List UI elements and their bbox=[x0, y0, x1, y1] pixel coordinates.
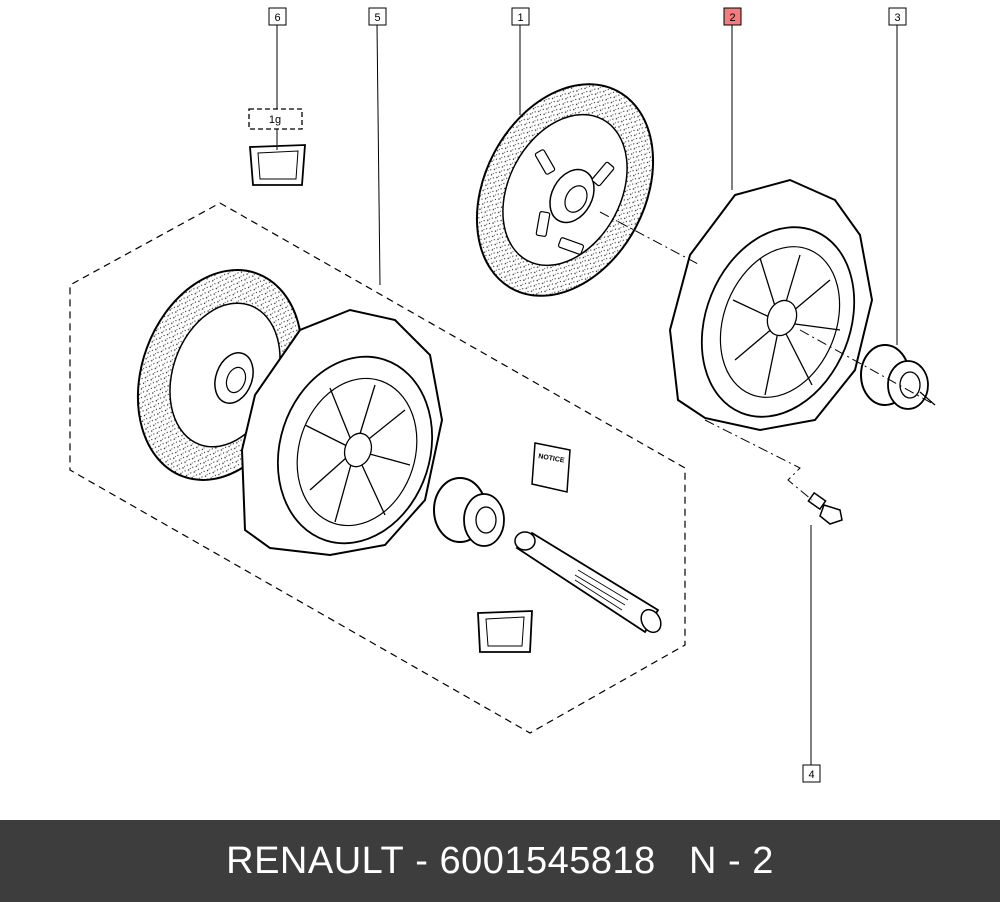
callout-2[interactable]: 2 bbox=[723, 7, 742, 26]
clutch-disc-top[interactable] bbox=[442, 54, 688, 327]
release-bearing-top[interactable] bbox=[860, 344, 936, 410]
grease-sachet-kit[interactable] bbox=[477, 610, 533, 653]
brand-label: RENAULT bbox=[226, 839, 405, 882]
svg-text:5: 5 bbox=[374, 12, 380, 24]
alignment-tool[interactable] bbox=[514, 531, 665, 636]
release-bearing-kit[interactable] bbox=[433, 477, 505, 547]
grease-quantity-label: 1g bbox=[269, 114, 281, 126]
kit-boundary bbox=[69, 202, 686, 734]
svg-text:4: 4 bbox=[808, 769, 814, 781]
callout-6[interactable]: 6 bbox=[268, 7, 287, 26]
footer-separator: - bbox=[404, 839, 440, 882]
manual-label: NOTICE bbox=[538, 453, 566, 465]
svg-text:6: 6 bbox=[274, 12, 280, 24]
svg-text:2: 2 bbox=[729, 12, 735, 24]
part-number: 6001545818 bbox=[439, 839, 656, 882]
grease-quantity-box bbox=[248, 108, 303, 130]
svg-text:3: 3 bbox=[894, 12, 900, 24]
part-number-footer: RENAULT - 6001545818 N - 2 bbox=[0, 820, 1000, 902]
footer-gap bbox=[656, 840, 689, 883]
callout-1[interactable]: 1 bbox=[511, 7, 530, 26]
callout-3[interactable]: 3 bbox=[888, 7, 907, 26]
bolt[interactable] bbox=[807, 491, 843, 525]
grease-sachet[interactable] bbox=[249, 144, 306, 186]
callout-5[interactable]: 5 bbox=[368, 7, 387, 26]
svg-text:1: 1 bbox=[517, 12, 523, 24]
pressure-plate-top[interactable] bbox=[668, 178, 881, 440]
reference-code: N - 2 bbox=[689, 839, 774, 882]
callout-4[interactable]: 4 bbox=[802, 764, 821, 783]
instruction-manual[interactable]: NOTICE bbox=[531, 442, 571, 493]
pressure-plate-kit[interactable] bbox=[240, 308, 456, 564]
exploded-parts-diagram: 1g bbox=[69, 7, 936, 783]
leader-lines bbox=[276, 24, 936, 765]
